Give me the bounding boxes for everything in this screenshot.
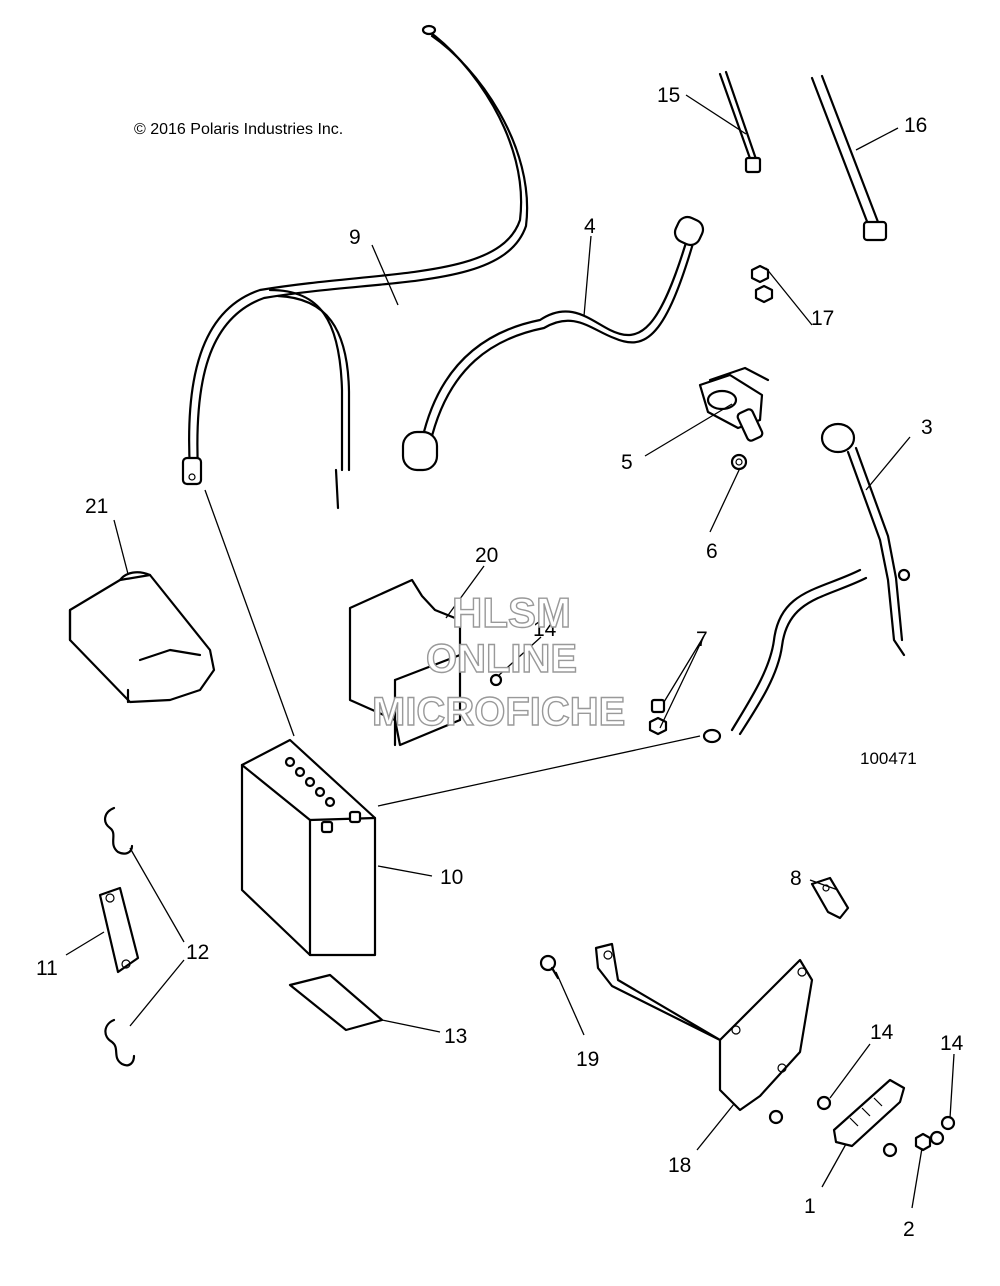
part-5-solenoid	[698, 366, 770, 442]
part-20-shield	[348, 578, 462, 747]
part-18-bracket	[594, 942, 814, 1112]
part-11-strap	[98, 886, 140, 974]
watermark: HLSM ONLINE MICROFICHE	[371, 588, 626, 734]
callout-14-top: 14	[533, 618, 557, 641]
callout-16: 16	[904, 114, 927, 137]
callout-8: 8	[790, 867, 802, 890]
part-19-screw	[539, 954, 560, 980]
callout-21: 21	[85, 495, 108, 518]
leader-lines	[65, 94, 955, 1209]
part-2-nuts	[914, 1130, 945, 1152]
part-10-battery	[240, 738, 377, 957]
part-3-cable	[702, 422, 911, 744]
callout-13: 13	[444, 1025, 467, 1048]
part-1-terminal-block	[832, 1078, 906, 1148]
part-4-cable	[401, 215, 705, 472]
callout-14-mid: 14	[870, 1021, 894, 1044]
part-14-screws	[489, 673, 956, 1158]
watermark-line-3: MICROFICHE	[372, 690, 625, 734]
part-8-clip	[810, 876, 850, 920]
callout-5: 5	[621, 451, 633, 474]
part-17-nuts	[750, 264, 774, 304]
callout-12: 12	[186, 941, 209, 964]
callout-17: 17	[811, 307, 834, 330]
callout-3: 3	[921, 416, 933, 439]
part-16-cable-tie	[810, 74, 888, 242]
part-7-bolts	[648, 698, 668, 736]
part-13-label	[288, 973, 384, 1032]
part-12-clips	[104, 806, 136, 1067]
battery-caps	[284, 756, 362, 834]
watermark-line-2: ONLINE	[426, 637, 577, 681]
callout-6: 6	[706, 540, 718, 563]
callout-1: 1	[804, 1195, 816, 1218]
callout-2: 2	[903, 1218, 915, 1241]
part-21-battery-cover	[68, 571, 216, 704]
callout-20: 20	[475, 544, 498, 567]
callout-9: 9	[349, 226, 361, 249]
callout-14-right: 14	[940, 1032, 964, 1055]
copyright-text: © 2016 Polaris Industries Inc.	[134, 121, 343, 138]
callout-7: 7	[696, 628, 708, 651]
callout-11: 11	[36, 957, 58, 980]
callout-19: 19	[576, 1048, 599, 1071]
callout-10: 10	[440, 866, 463, 889]
callout-18: 18	[668, 1154, 691, 1177]
callout-15: 15	[657, 84, 680, 107]
part-15-cable-tie	[718, 70, 762, 174]
part-9-cable	[181, 24, 529, 510]
callout-4: 4	[584, 215, 596, 238]
callouts: 9 4 15 16 17 3 5 6 21 20 14 7 10 8 11 12…	[36, 84, 964, 1241]
part-6-bolt	[730, 453, 748, 471]
watermark-line-1: HLSM	[452, 589, 571, 636]
figure-number: 100471	[860, 749, 917, 768]
